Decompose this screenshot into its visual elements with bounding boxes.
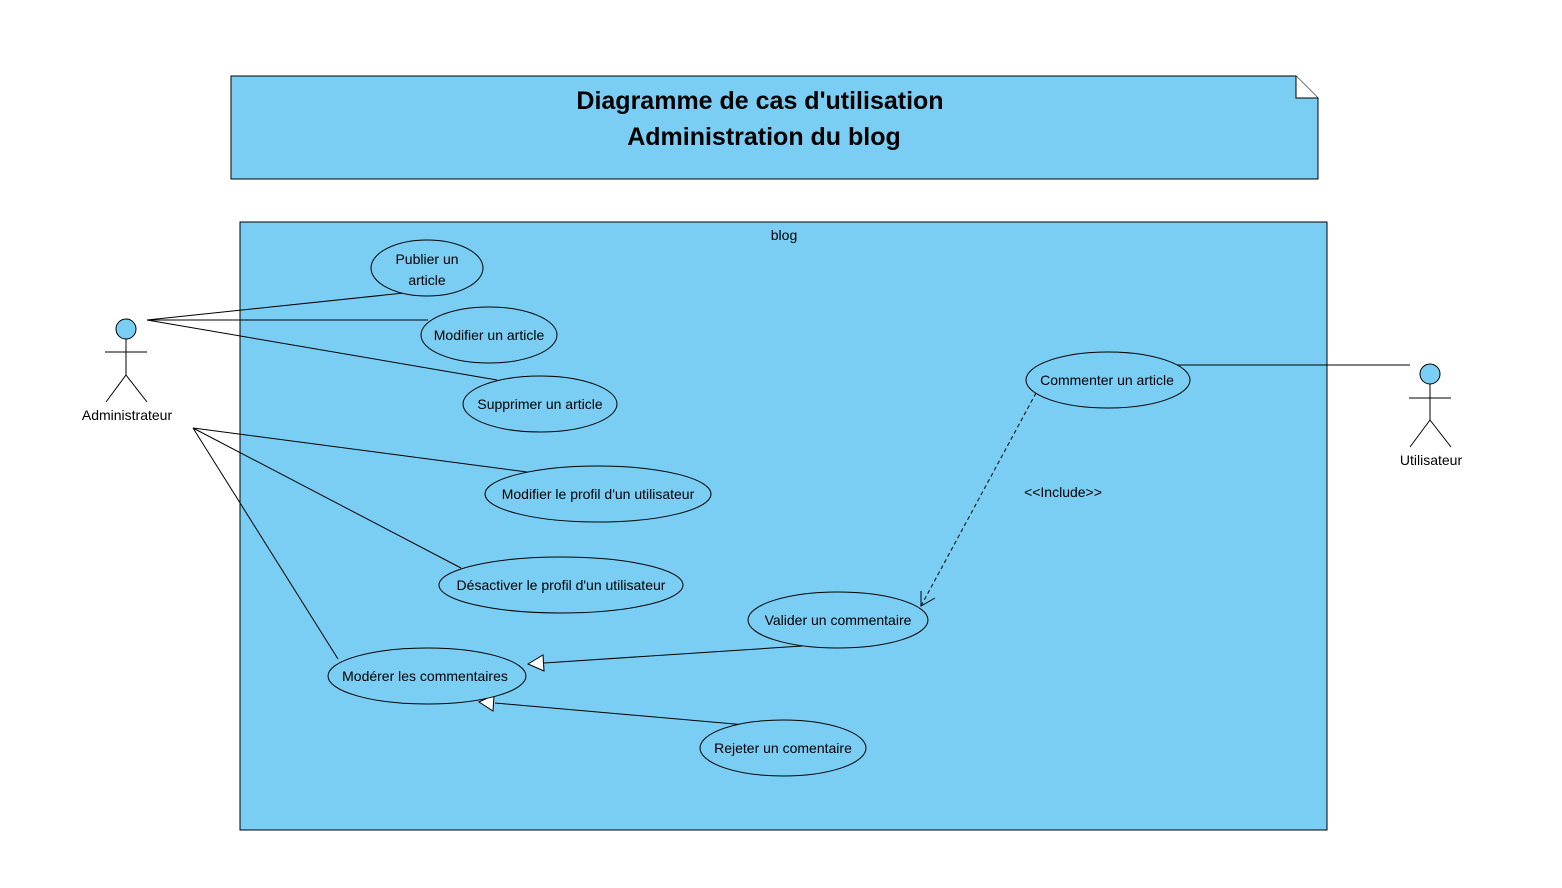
usecase-label: Modifier un article (434, 327, 545, 343)
actor-utilisateur[interactable]: Utilisateur (1400, 363, 1463, 468)
usecase-ellipse (327, 647, 527, 705)
usecase-label: Publier un (395, 251, 458, 267)
system-label: blog (771, 227, 797, 243)
stick-figure-icon (105, 318, 148, 403)
note-fold-icon (1295, 76, 1318, 99)
usecase-ellipse (370, 239, 484, 297)
usecase-label: Modérer les commentaires (342, 668, 508, 684)
include-line (920, 392, 1037, 607)
usecase-rejeter-commentaire[interactable]: Rejeter un comentaire (699, 719, 867, 777)
stick-figure-icon (1409, 363, 1452, 448)
assoc-admin-publier (146, 292, 405, 321)
usecase-ellipse (420, 306, 558, 364)
actor-label: Administrateur (82, 407, 173, 423)
generalization-valider-moderer (543, 645, 803, 664)
usecase-label: Modifier le profil d'un utilisateur (502, 486, 695, 502)
title-note: Diagramme de cas d'utilisation Administr… (230, 75, 1319, 180)
include-arrowhead-icon (920, 591, 936, 607)
note-title-line2: Administration du blog (627, 123, 901, 151)
assoc-admin-supprimer-article (146, 319, 498, 381)
usecase-desactiver-profil[interactable]: Désactiver le profil d'un utilisateur (438, 556, 684, 614)
usecase-ellipse (699, 719, 867, 777)
usecase-label: Valider un commentaire (765, 612, 912, 628)
assoc-admin-modifier-profil (192, 427, 528, 473)
usecase-ellipse (747, 591, 929, 649)
associations (146, 292, 1410, 660)
usecase-supprimer-article[interactable]: Supprimer un article (462, 375, 618, 433)
usecase-label: Désactiver le profil d'un utilisateur (457, 577, 666, 593)
usecase-ellipse (484, 465, 712, 523)
include-dependency: <<Include>> (920, 392, 1102, 607)
use-cases: Publier un article Modifier un article S… (327, 239, 1191, 777)
usecase-valider-commentaire[interactable]: Valider un commentaire (747, 591, 929, 649)
assoc-admin-moderer (192, 427, 339, 660)
usecase-label: Supprimer un article (477, 396, 602, 412)
usecase-publier-article[interactable]: Publier un article (370, 239, 484, 297)
usecase-modifier-profil[interactable]: Modifier le profil d'un utilisateur (484, 465, 712, 523)
include-label: <<Include>> (1024, 484, 1102, 500)
generalization-arrowhead-icon (526, 654, 545, 672)
usecase-commenter-article[interactable]: Commenter un article (1025, 351, 1191, 409)
actor-label: Utilisateur (1400, 452, 1463, 468)
actor-administrateur[interactable]: Administrateur (82, 318, 173, 423)
usecase-modifier-article[interactable]: Modifier un article (420, 306, 558, 364)
usecase-ellipse (462, 375, 618, 433)
usecase-label: Commenter un article (1040, 372, 1174, 388)
usecase-label: article (408, 272, 446, 288)
note-shape (230, 75, 1319, 180)
usecase-moderer-commentaires[interactable]: Modérer les commentaires (327, 647, 527, 705)
usecase-ellipse (438, 556, 684, 614)
note-title-line1: Diagramme de cas d'utilisation (576, 87, 943, 115)
assoc-admin-desactiver-profil (192, 427, 462, 569)
usecase-label: Rejeter un comentaire (714, 740, 852, 756)
generalization-rejeter-moderer (494, 702, 747, 726)
usecase-ellipse (1025, 351, 1191, 409)
